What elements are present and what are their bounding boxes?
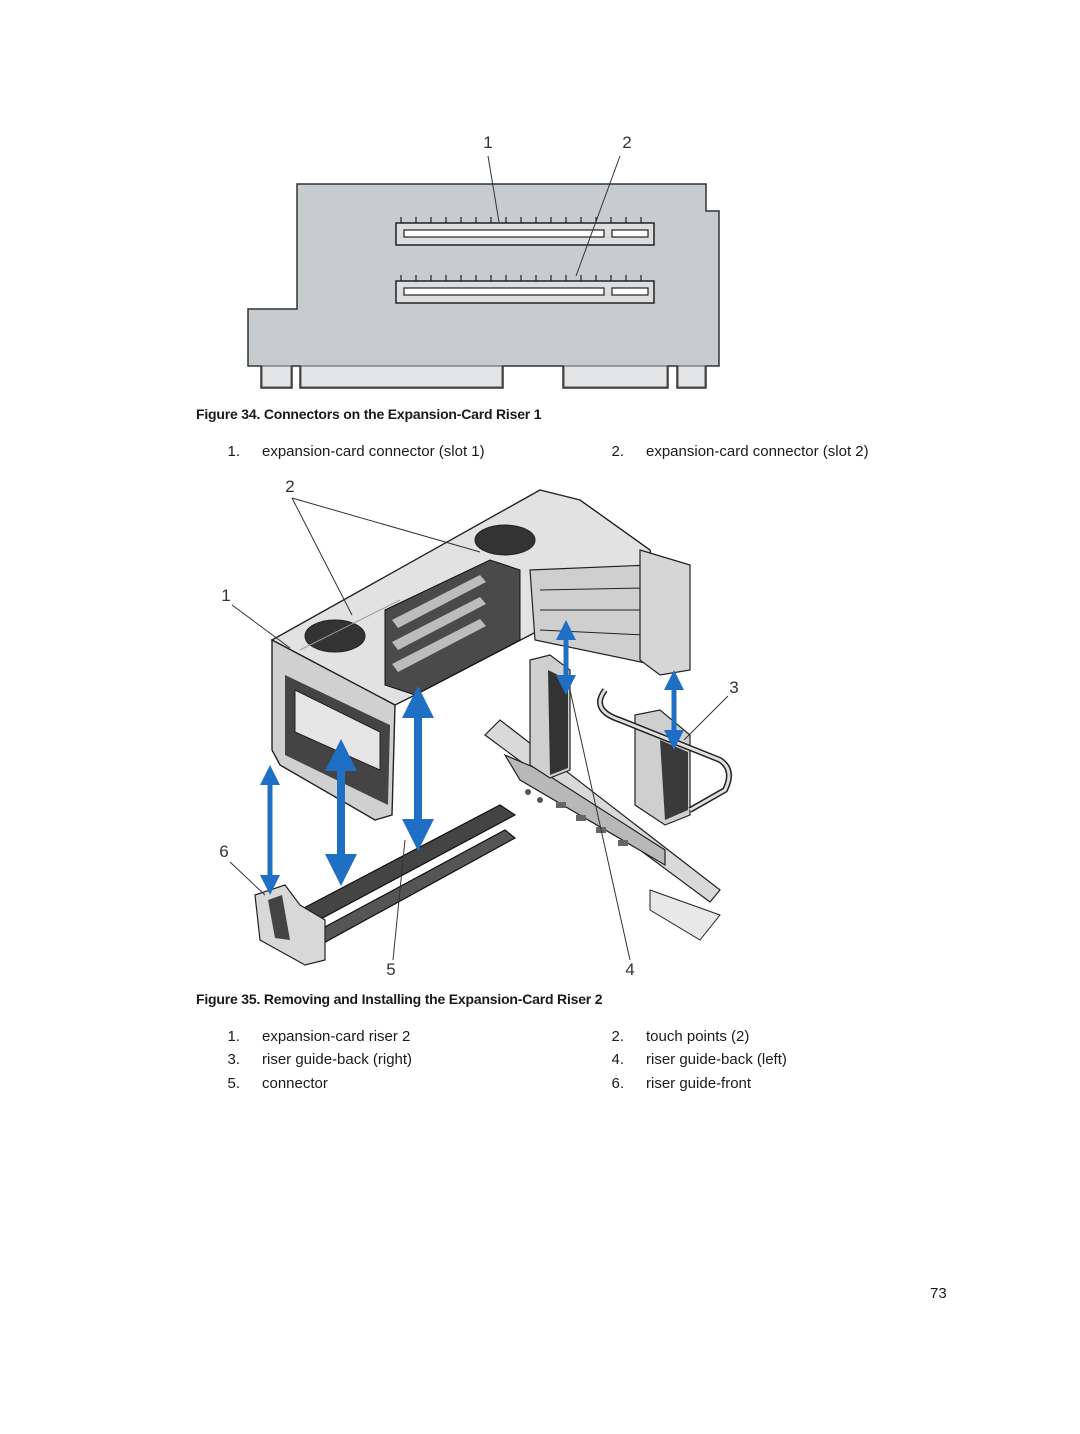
board-connector xyxy=(298,804,517,946)
leader-line-1 xyxy=(487,155,500,223)
callout-3: 3 xyxy=(729,678,738,697)
page-number: 73 xyxy=(930,1285,947,1302)
edge-finger xyxy=(300,365,503,388)
figure-34-caption: Figure 34. Connectors on the Expansion-C… xyxy=(196,406,542,422)
riser-guide-back-right xyxy=(597,688,732,826)
callout-2: 2 xyxy=(285,477,294,496)
edge-finger xyxy=(563,365,668,388)
expansion-card-riser-2 xyxy=(270,489,691,821)
callout-2: 2 xyxy=(622,133,631,152)
callout-1: 1 xyxy=(221,586,230,605)
figure-35-illustration: 2 1 3 6 5 4 xyxy=(219,477,738,979)
leader-lines xyxy=(229,497,729,961)
callout-6: 6 xyxy=(219,842,228,861)
leader-line-2 xyxy=(575,155,621,277)
riser-guide-front xyxy=(254,884,326,966)
edge-finger xyxy=(261,365,292,388)
callout-1: 1 xyxy=(483,133,492,152)
callout-4: 4 xyxy=(625,960,634,979)
figure-34-illustration: 1 2 xyxy=(247,133,720,389)
edge-finger xyxy=(677,365,706,388)
slot-2-connector xyxy=(395,275,655,304)
callout-5: 5 xyxy=(386,960,395,979)
figure-35-caption: Figure 35. Removing and Installing the E… xyxy=(196,991,603,1007)
movement-arrows xyxy=(260,620,684,895)
